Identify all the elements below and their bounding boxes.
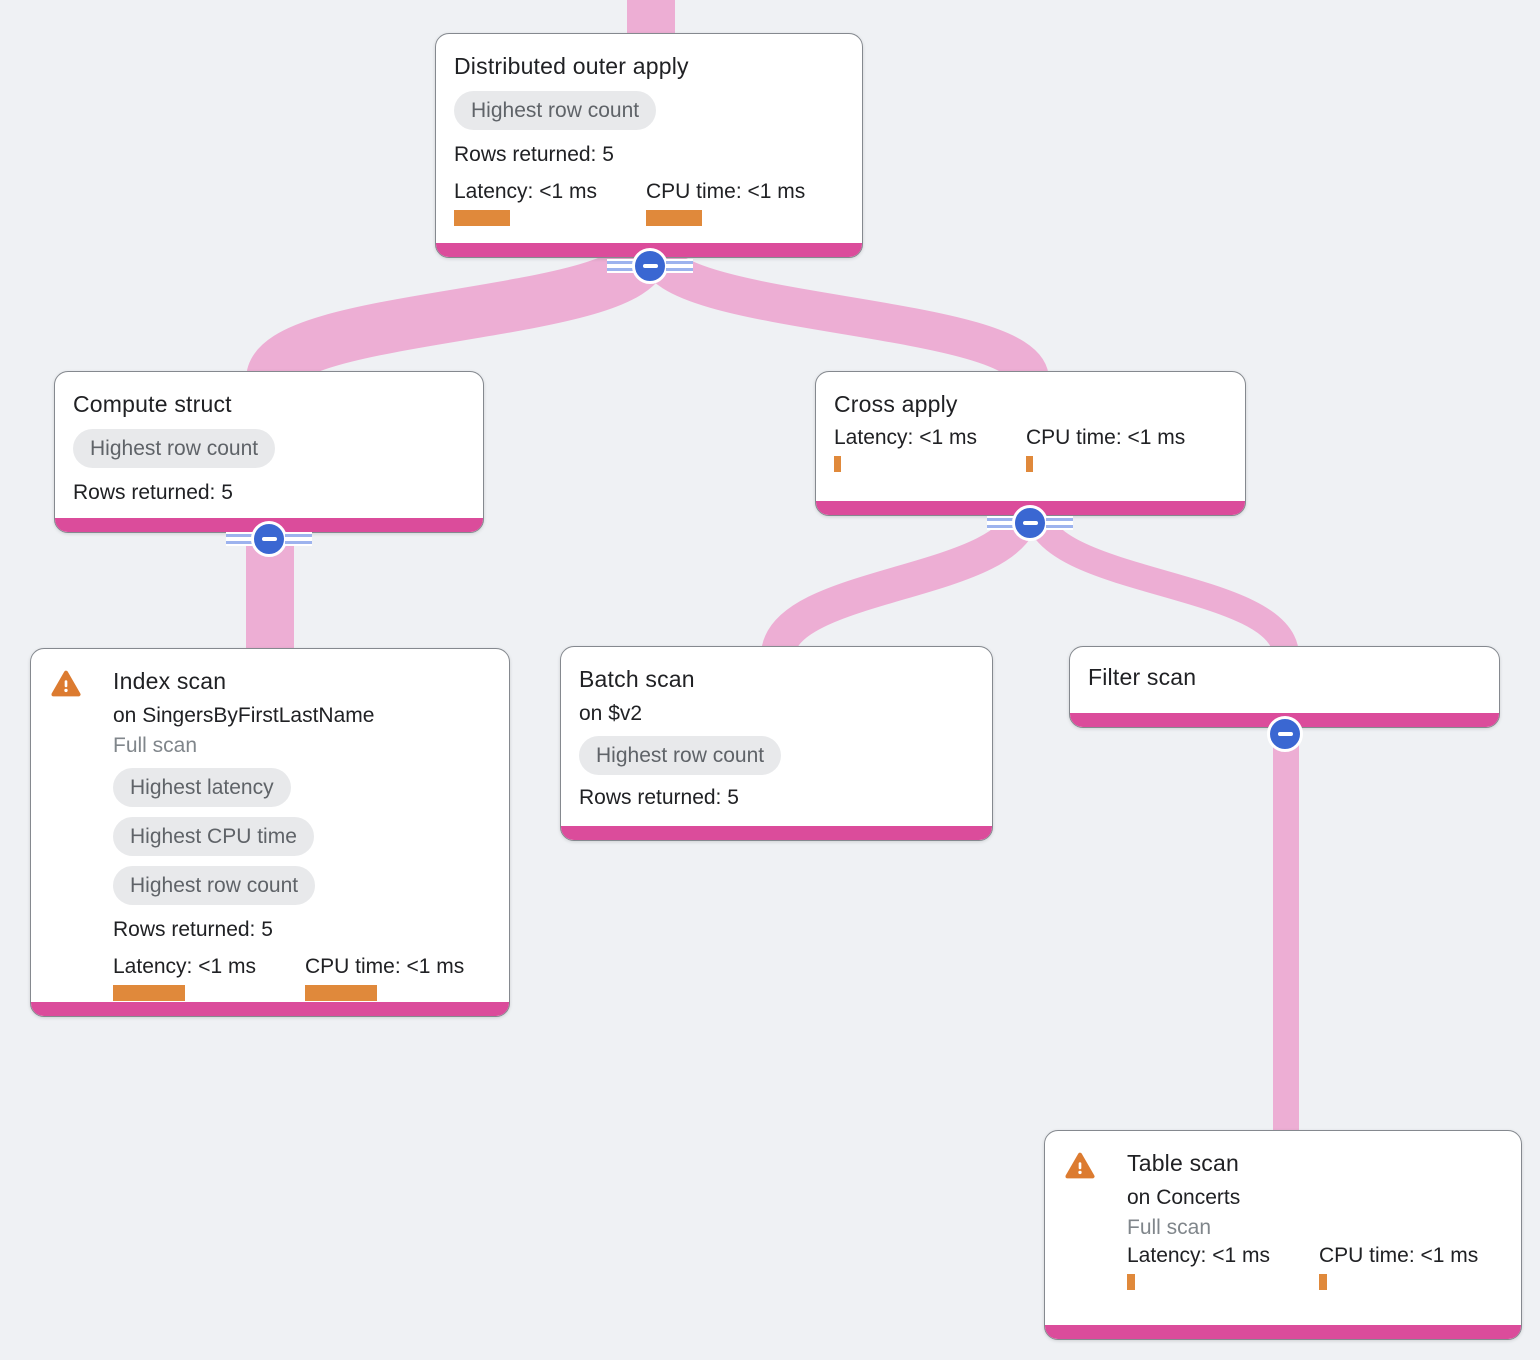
cpu-time-bar: [305, 984, 377, 1001]
plan-node-cross-apply[interactable]: Cross apply Latency: <1 ms CPU time: <1 …: [815, 371, 1246, 516]
rows-returned: Rows returned: 5: [73, 480, 233, 504]
node-title: Table scan: [1127, 1150, 1239, 1176]
plan-node-index-scan[interactable]: Index scan on SingersByFirstLastName Ful…: [30, 648, 510, 1017]
minus-icon: [261, 537, 277, 541]
badge-highest-row-count: Highest row count: [579, 735, 782, 775]
collapse-circle: [1267, 716, 1303, 752]
plan-node-batch-scan[interactable]: Batch scan on $v2 Highest row count Rows…: [560, 646, 993, 841]
latency-label: Latency: <1 ms: [1127, 1243, 1270, 1267]
node-subtitle: on SingersByFirstLastName: [113, 703, 375, 727]
collapse-button-cross-apply[interactable]: [987, 505, 1073, 541]
collapse-circle: [1012, 505, 1048, 541]
latency-label: Latency: <1 ms: [454, 179, 597, 203]
latency-bar: [113, 984, 185, 1001]
plan-node-table-scan[interactable]: Table scan on Concerts Full scan Latency…: [1044, 1130, 1522, 1340]
badge-highest-row-count: Highest row count: [113, 865, 316, 905]
cpu-time-bar: [646, 209, 702, 226]
cpu-time-label: CPU time: <1 ms: [1319, 1243, 1479, 1267]
collapse-button-distributed-outer-apply[interactable]: [607, 248, 693, 284]
cpu-time-label: CPU time: <1 ms: [1026, 425, 1186, 449]
latency-bar: [1127, 1273, 1135, 1290]
node-title: Compute struct: [73, 391, 232, 417]
cpu-time-label: CPU time: <1 ms: [646, 179, 806, 203]
cpu-time-label: CPU time: <1 ms: [305, 954, 465, 978]
node-subtitle: on Concerts: [1127, 1185, 1241, 1209]
node-title: Cross apply: [834, 391, 958, 417]
collapse-stripe-left: [607, 259, 634, 273]
link-outer-apply-to-compute-struct: [246, 242, 670, 388]
badge-highest-row-count: Highest row count: [73, 428, 276, 468]
collapse-stripe-right: [666, 259, 693, 273]
cpu-time-bar: [1319, 1273, 1327, 1290]
cpu-time-bar: [1026, 455, 1033, 472]
collapse-stripe-right: [1046, 516, 1073, 530]
rows-returned: Rows returned: 5: [579, 785, 739, 809]
minus-icon: [1277, 732, 1293, 736]
collapse-button-compute-struct[interactable]: [226, 521, 312, 557]
badge-highest-cpu-time: Highest CPU time: [113, 816, 314, 856]
node-title: Filter scan: [1088, 664, 1197, 690]
link-outer-apply-to-cross-apply: [638, 245, 1049, 385]
scan-type-label: Full scan: [1127, 1215, 1212, 1239]
minus-icon: [1022, 521, 1038, 525]
plan-node-distributed-outer-apply[interactable]: Distributed outer apply Highest row coun…: [435, 33, 863, 258]
node-footer-bar: [561, 826, 992, 840]
collapse-stripe-right: [285, 532, 312, 546]
link-cross-apply-to-filter-scan: [1024, 506, 1299, 658]
warning-icon: [1063, 1149, 1127, 1325]
node-title: Batch scan: [579, 666, 695, 692]
latency-bar: [454, 209, 510, 226]
node-footer-bar: [31, 1002, 509, 1016]
collapse-stripe-left: [226, 532, 253, 546]
collapse-button-filter-scan[interactable]: [1267, 716, 1303, 752]
collapse-circle: [632, 248, 668, 284]
rows-returned: Rows returned: 5: [454, 142, 614, 166]
collapse-circle: [251, 521, 287, 557]
node-subtitle: on $v2: [579, 701, 643, 725]
warning-icon: [49, 667, 113, 1002]
latency-label: Latency: <1 ms: [113, 954, 256, 978]
badge-highest-latency: Highest latency: [113, 767, 291, 807]
node-title: Distributed outer apply: [454, 53, 689, 79]
plan-node-compute-struct[interactable]: Compute struct Highest row count Rows re…: [54, 371, 484, 533]
minus-icon: [642, 264, 658, 268]
plan-node-filter-scan[interactable]: Filter scan: [1069, 646, 1500, 728]
scan-type-label: Full scan: [113, 733, 198, 757]
link-cross-apply-to-batch-scan: [761, 505, 1040, 659]
node-footer-bar: [1045, 1325, 1521, 1339]
collapse-stripe-left: [987, 516, 1014, 530]
rows-returned: Rows returned: 5: [113, 917, 273, 941]
latency-label: Latency: <1 ms: [834, 425, 977, 449]
node-title: Index scan: [113, 668, 227, 694]
badge-highest-row-count: Highest row count: [454, 90, 657, 130]
latency-bar: [834, 455, 841, 472]
